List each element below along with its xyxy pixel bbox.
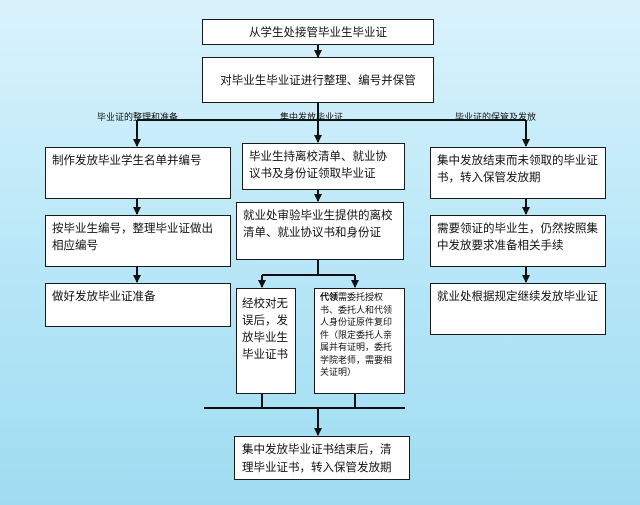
node-receive-diplomas: 从学生处接管毕业生毕业证: [202, 19, 434, 45]
node-verify-text: 就业处审验毕业生提供的离校清单、就业协议书和身份证: [243, 208, 393, 239]
node-receive-text: 从学生处接管毕业生毕业证: [249, 24, 387, 39]
label-branch-left: 毕业证的整理和准备: [97, 113, 179, 123]
node-later-claim: 需要领证的毕业生，仍然按照集中发放要求准备相关手续: [430, 215, 606, 267]
node-issue-text: 经校对无误后，发放毕业生毕业证书: [242, 296, 288, 361]
node-organize-diplomas: 对毕业生毕业证进行整理、编号并保管: [202, 57, 434, 103]
node-issue-diploma: 经校对无误后，发放毕业生毕业证书: [236, 288, 296, 394]
node-number-text: 按毕业生编号，整理毕业证做出相应编号: [52, 221, 213, 252]
node-proxy-rest-text: 需委托授权书、委托人和代领人身份证原件复印件（限定委托人亲属并有证明，委托学院老…: [320, 293, 393, 378]
node-organize-text: 对毕业生毕业证进行整理、编号并保管: [220, 72, 416, 87]
node-proxy-collection: 代领需委托授权书、委托人和代领人身份证原件复印件（限定委托人亲属并有证明，委托学…: [314, 288, 405, 394]
node-prepare-issue: 做好发放毕业证准备: [45, 283, 231, 327]
node-verify-documents: 就业处审验毕业生提供的离校清单、就业协议书和身份证: [236, 202, 404, 260]
node-make-list-text: 制作发放毕业学生名单并编号: [52, 153, 202, 167]
node-proxy-lead-text: 代领: [320, 293, 339, 303]
node-unclaimed: 集中发放结束而未领取的毕业证书，转入保管发放期: [430, 147, 606, 199]
label-branch-middle: 集中发放毕业证: [280, 113, 344, 123]
node-make-list: 制作发放毕业学生名单并编号: [45, 147, 231, 199]
node-bring-documents-text: 毕业生持离校清单、就业协议书及身份证领取毕业证: [249, 149, 387, 180]
node-continue-text: 就业处根据规定继续发放毕业证: [437, 289, 598, 303]
label-branch-right: 毕业证的保管及发放: [455, 113, 537, 123]
node-continue-issue: 就业处根据规定继续发放毕业证: [430, 283, 606, 335]
node-final-cleanup: 集中发放毕业证书结束后，清理毕业证书，转入保管发放期: [234, 436, 410, 480]
node-unclaimed-text: 集中发放结束而未领取的毕业证书，转入保管发放期: [437, 153, 598, 184]
node-bring-documents: 毕业生持离校清单、就业协议书及身份证领取毕业证: [242, 143, 405, 190]
node-number-diplomas: 按毕业生编号，整理毕业证做出相应编号: [45, 215, 231, 267]
node-prepare-text: 做好发放毕业证准备: [52, 289, 156, 303]
node-final-text: 集中发放毕业证书结束后，清理毕业证书，转入保管发放期: [242, 442, 392, 474]
node-later-claim-text: 需要领证的毕业生，仍然按照集中发放要求准备相关手续: [437, 221, 598, 252]
